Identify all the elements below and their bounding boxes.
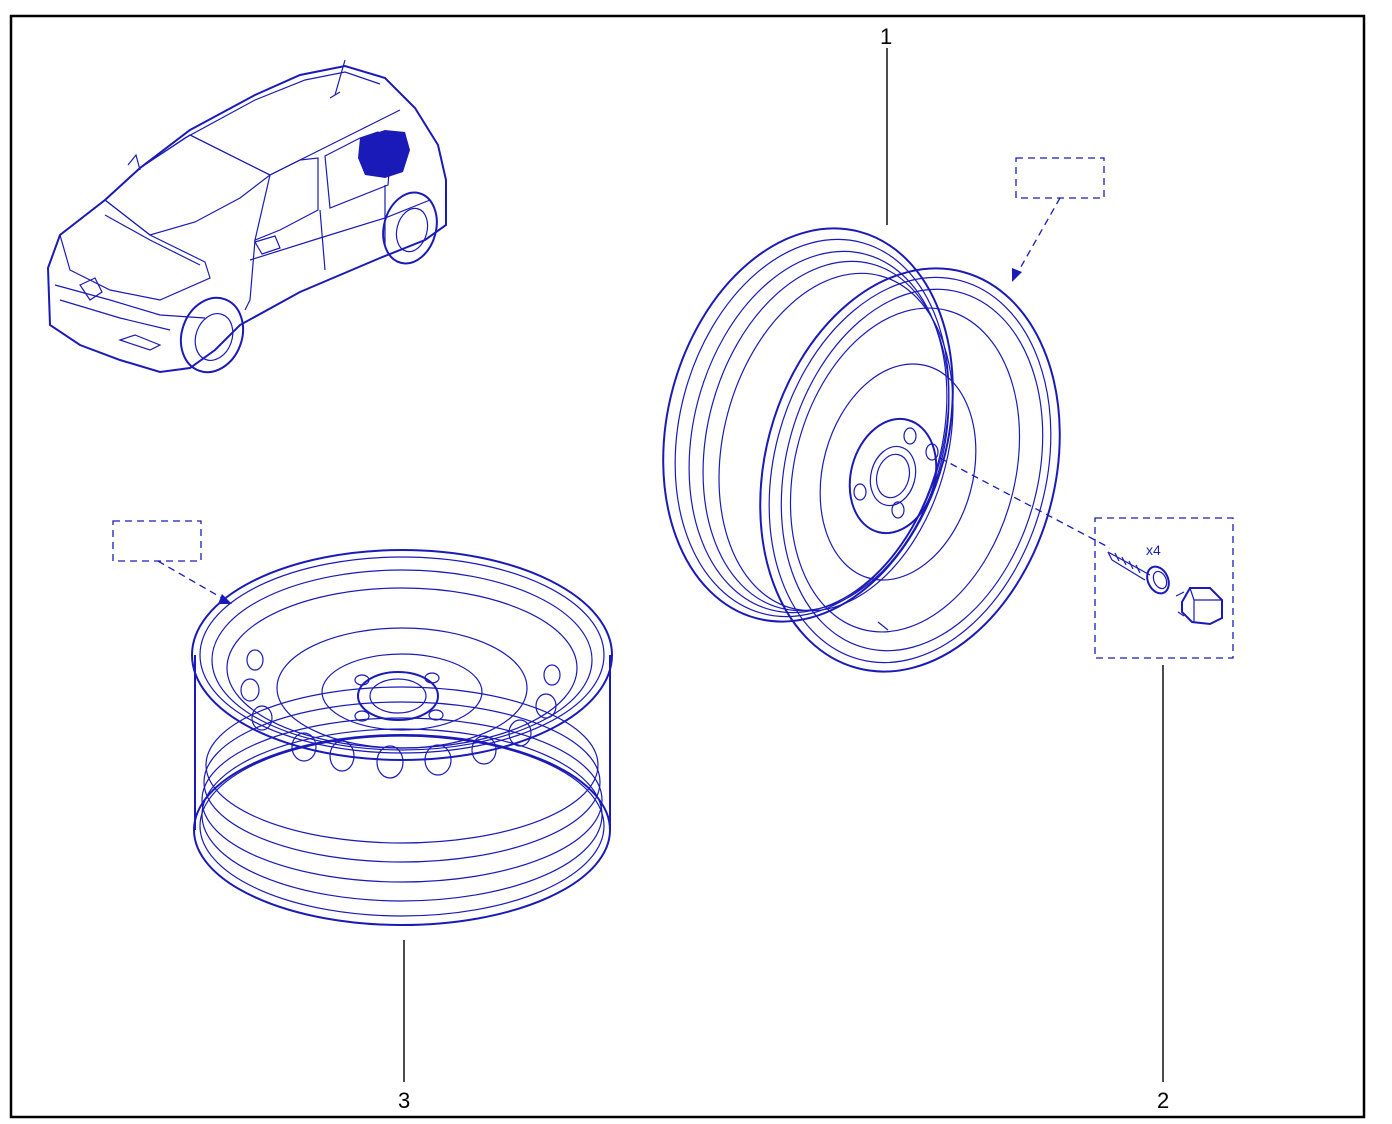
label-box-fasteners [1094,517,1234,659]
label-box-wheel-1 [1015,157,1105,199]
wheel-bolt-icon [1107,551,1170,595]
diagram-frame [9,14,1366,1119]
wheel-nut-icon [1175,587,1223,626]
callout-3: 3 [398,1088,410,1113]
assembly-axis-line [939,457,1111,549]
quantity-label: x4 [1146,542,1161,558]
spare-wheel-icon [662,227,1061,673]
steel-wheel-icon [191,549,613,926]
car-icon [46,59,447,374]
callout-1: 1 [880,24,892,49]
label-box-wheel-3 [112,520,202,562]
callout-2: 2 [1157,1088,1169,1113]
